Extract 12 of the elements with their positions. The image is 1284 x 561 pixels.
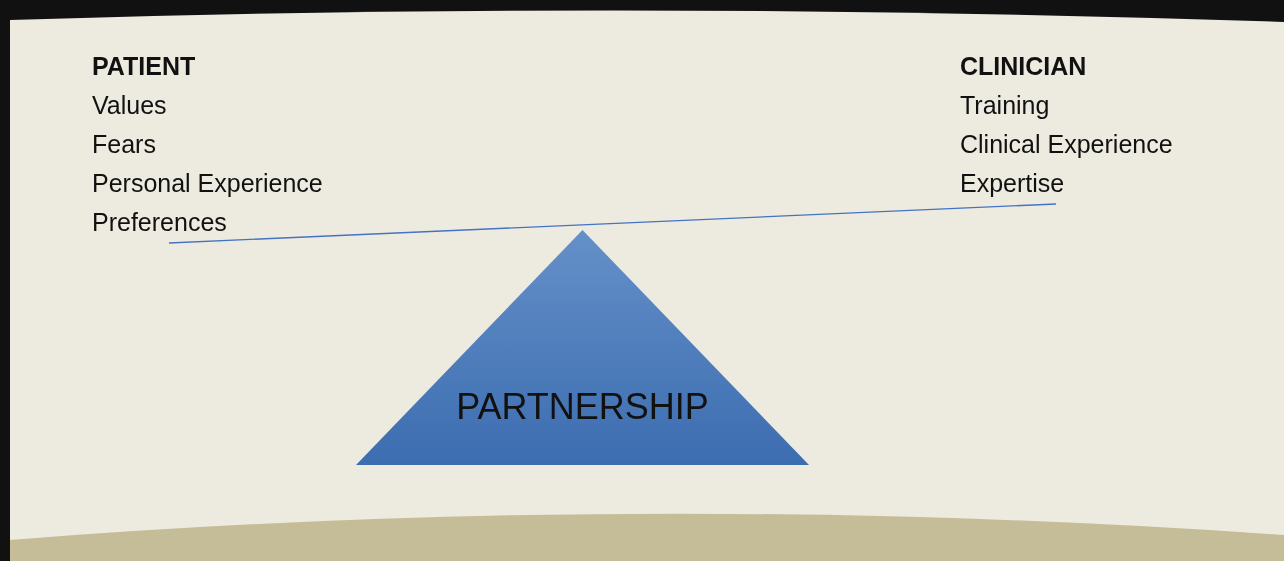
balance-beam-line bbox=[168, 203, 1057, 244]
triangle-fulcrum bbox=[356, 230, 809, 465]
list-item: Training bbox=[960, 90, 1051, 121]
list-item: Expertise bbox=[960, 168, 1066, 199]
list-item: Clinical Experience bbox=[960, 129, 1174, 160]
triangle-label: PARTNERSHIP bbox=[456, 385, 709, 429]
list-item: Preferences bbox=[92, 207, 228, 238]
heading: PATIENT bbox=[92, 51, 197, 82]
list-item: Values bbox=[92, 90, 168, 121]
heading: CLINICIAN bbox=[960, 51, 1088, 82]
list-item: Fears bbox=[92, 129, 157, 160]
list-item: Personal Experience bbox=[92, 168, 324, 199]
